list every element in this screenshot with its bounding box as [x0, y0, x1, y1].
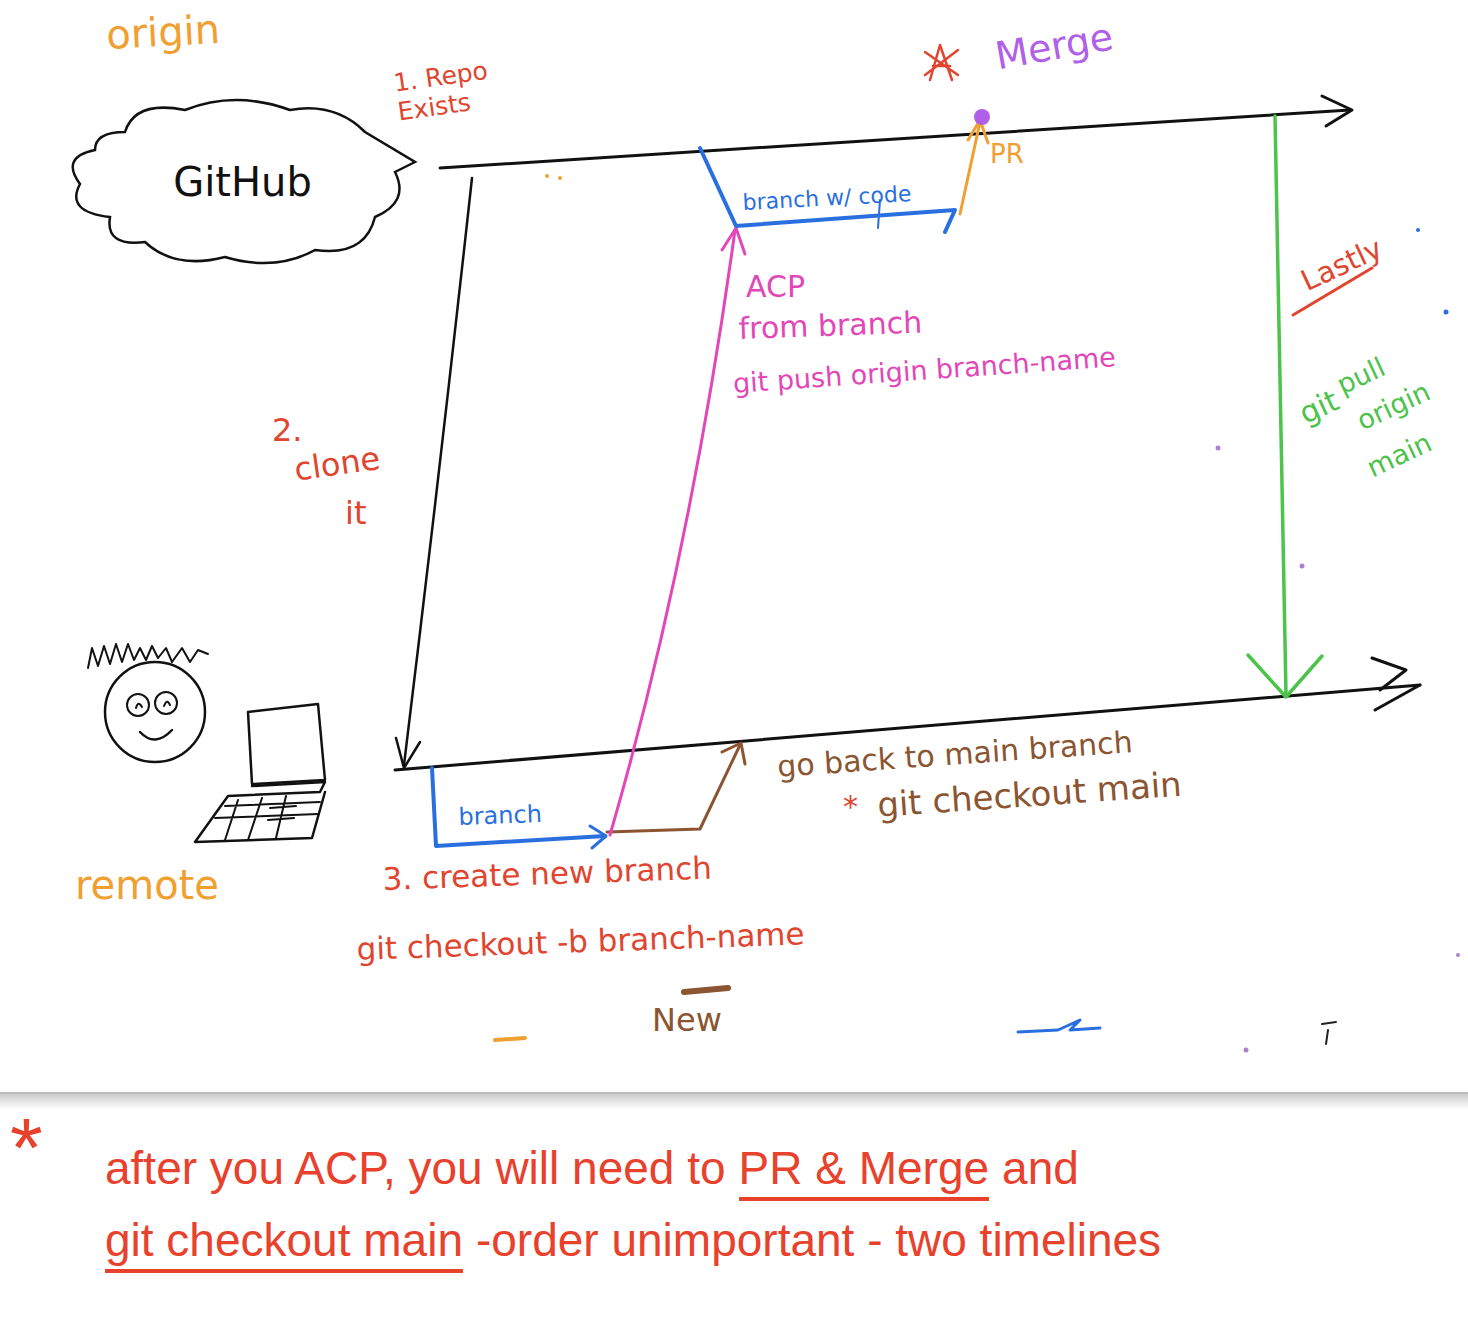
annotation: git checkout -b branch-name [356, 916, 805, 967]
stray-dot [1244, 1048, 1249, 1053]
arrow-head [590, 826, 606, 848]
stray-dot [558, 176, 562, 180]
origin-timeline [440, 110, 1350, 168]
node-text: GitHub [173, 159, 312, 205]
stray-mark [1322, 1022, 1336, 1044]
laptop-screen [248, 704, 325, 784]
dash [684, 988, 728, 992]
stray-dot [1444, 310, 1449, 315]
arrow-head [722, 228, 745, 254]
annotation: remote [75, 862, 219, 908]
cloud-path [73, 100, 415, 263]
arrow-head [1372, 658, 1406, 690]
smile [140, 730, 172, 740]
remote-branch-line [700, 148, 955, 232]
note-line: after you ACP, you will need toPR & Merg… [105, 1142, 1079, 1201]
annotation: ACP [746, 270, 805, 305]
note-band [0, 1093, 1468, 1334]
merge-dot [974, 109, 990, 125]
clone-arrow [404, 178, 472, 765]
checkout-main-line [607, 745, 740, 832]
arrow-head [722, 743, 745, 764]
push-line [610, 230, 735, 835]
annotation: from branch [738, 306, 923, 347]
note-text: -order unimportant - two timelines [476, 1214, 1161, 1273]
note-text: git checkout main [105, 1214, 463, 1273]
stray-dot [1416, 228, 1420, 232]
annotation: New [652, 1002, 722, 1039]
person-head [105, 662, 205, 762]
note-text: and [1002, 1142, 1079, 1201]
person-hair [88, 644, 208, 668]
annotation: branch [458, 801, 542, 831]
note-line: git checkout main-order unimportant - tw… [105, 1214, 1161, 1273]
arrow-head [1322, 96, 1352, 126]
local-branch-line [432, 768, 605, 846]
annotation: 1. Repo Exists [392, 54, 517, 127]
note-text: PR & Merge [739, 1142, 990, 1201]
annotation: origin [105, 6, 221, 58]
annotation: 3. create new branch [382, 851, 712, 898]
cloud-node: GitHub [65, 92, 420, 272]
arrow-head [1375, 685, 1420, 710]
annotation: it [345, 495, 366, 532]
arrow-head [396, 738, 420, 768]
annotation: 2. [272, 412, 303, 449]
arrow-head [1248, 655, 1322, 697]
note-text: after you ACP, you will need to [105, 1142, 726, 1201]
stray-mark [495, 1038, 525, 1040]
laptop-base [195, 782, 325, 842]
annotation: main [1362, 426, 1436, 483]
annotation: Lastly [1296, 232, 1388, 298]
pull-arrow [1275, 116, 1286, 695]
stray-dot [1300, 564, 1305, 569]
annotation: branch w/ code [742, 181, 912, 215]
merge-dot [974, 109, 990, 125]
stray-dot [545, 174, 549, 178]
annotation: pull [1332, 351, 1390, 400]
annotation: Merge [992, 15, 1116, 79]
annotation: * [843, 790, 858, 825]
annotation: clone [292, 440, 382, 488]
annotation: git push origin branch-name [732, 341, 1117, 399]
pupil [136, 702, 170, 708]
annotation: * [10, 1100, 43, 1197]
band-edge [0, 1092, 1468, 1094]
band-shadow [0, 1093, 1468, 1109]
stray-dot [1216, 446, 1221, 451]
laptop-keys [215, 796, 320, 840]
stray-dot [1456, 953, 1460, 957]
scribble [925, 45, 958, 80]
annotation: git [1294, 383, 1344, 431]
annotation: PR [990, 140, 1024, 170]
stray-mark [1018, 1020, 1100, 1032]
